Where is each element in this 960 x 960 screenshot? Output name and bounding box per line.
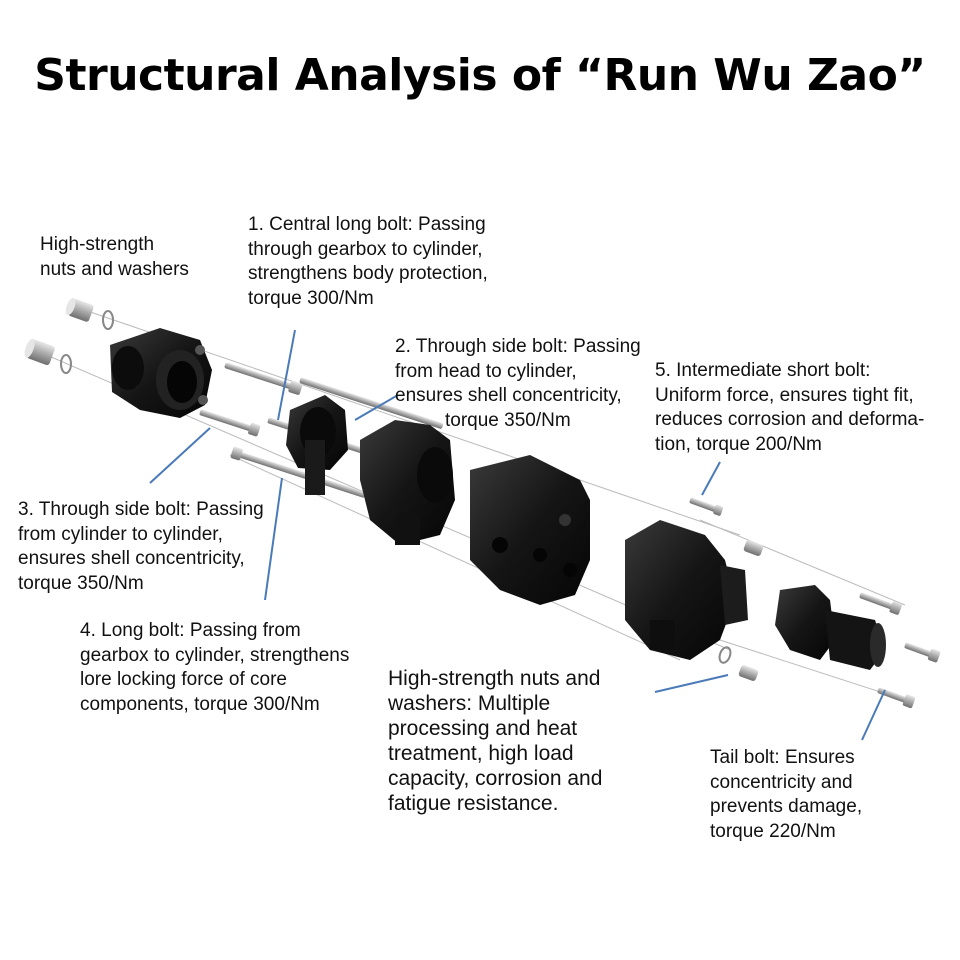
- callout-bolt4: 4. Long bolt: Passing from gearbox to cy…: [80, 619, 349, 717]
- callout-line: prevents damage,: [710, 796, 863, 817]
- callout-line: tion, torque 200/Nm: [655, 433, 822, 455]
- callout-line: 5. Intermediate short bolt:: [655, 360, 871, 381]
- callout-line: High-strength: [40, 234, 155, 255]
- callout-line: 3. Through side bolt: Passing: [18, 499, 264, 520]
- washer-top: [102, 310, 114, 330]
- callout-line: gearbox to cylinder, strengthens: [80, 644, 350, 666]
- callout-line: High-strength nuts and: [388, 667, 601, 690]
- washer-bottom: [60, 354, 72, 374]
- callout-line: reduces corrosion and deforma-: [655, 409, 925, 430]
- leader-bolt4: [264, 477, 283, 601]
- callout-line: strengthens body protection,: [248, 263, 488, 284]
- nuts-and-washers-left: [24, 298, 114, 374]
- callout-bolt3: 3. Through side bolt: Passing from cylin…: [18, 498, 264, 596]
- callout-nuts-top: High-strength nuts and washers: [40, 233, 189, 282]
- callout-line: capacity, corrosion and: [388, 767, 603, 790]
- callout-tail: Tail bolt: Ensures concentricity and pre…: [710, 746, 862, 844]
- flange-plate: [286, 395, 348, 495]
- axis-line-tail-bottom: [719, 639, 906, 701]
- nut-top: [65, 298, 94, 322]
- cylinder-3: [625, 520, 748, 660]
- callout-line: lore locking force of core: [80, 669, 287, 690]
- callout-nuts-bottom: High-strength nuts and washers: Multiple…: [388, 666, 602, 816]
- callout-line: torque 300/Nm: [248, 287, 374, 309]
- callout-bolt1: 1. Central long bolt: Passing through ge…: [248, 213, 488, 311]
- callout-line: torque 220/Nm: [710, 820, 836, 842]
- callout-line: 1. Central long bolt: Passing: [248, 214, 486, 235]
- callout-line: concentricity and: [710, 771, 853, 793]
- leader-bolt2: [354, 394, 399, 421]
- page-title: Structural Analysis of “Run Wu Zao”: [34, 50, 926, 101]
- axis-line-tail-top: [699, 519, 906, 606]
- callout-line: ensures shell concentricity,: [395, 385, 622, 406]
- callout-line: ensures shell concentricity,: [18, 548, 245, 569]
- callout-line: from cylinder to cylinder,: [18, 523, 223, 545]
- callout-bolt5: 5. Intermediate short bolt: Uniform forc…: [655, 359, 924, 457]
- callout-line: washers: Multiple: [388, 692, 551, 715]
- callout-line: torque 350/Nm: [18, 572, 144, 594]
- callout-line: torque 350/Nm: [445, 409, 571, 431]
- tail-piece: [775, 585, 886, 670]
- callout-line: treatment, high load: [388, 742, 574, 765]
- callout-line: 2. Through side bolt: Passing: [395, 336, 641, 357]
- callout-line: through gearbox to cylinder,: [248, 238, 483, 260]
- callout-line: fatigue resistance.: [388, 792, 559, 815]
- leader-bolt5: [701, 461, 721, 496]
- callout-line: Tail bolt: Ensures: [710, 747, 855, 768]
- callout-line: from head to cylinder,: [395, 360, 577, 382]
- leader-nuts-bottom: [654, 674, 729, 693]
- callout-line: components, torque 300/Nm: [80, 693, 320, 715]
- head-housing: [110, 328, 212, 418]
- callout-bolt2: 2. Through side bolt: Passing from head …: [395, 335, 641, 433]
- nut-bottom: [24, 338, 55, 365]
- leader-bolt1: [277, 329, 296, 421]
- callout-line: 4. Long bolt: Passing from: [80, 620, 301, 641]
- leader-tail: [861, 689, 886, 741]
- cylinder-1: [360, 420, 455, 545]
- leader-lines: [149, 329, 886, 741]
- callout-line: nuts and washers: [40, 258, 189, 280]
- leader-bolt3: [149, 427, 211, 484]
- cylinder-2: [470, 455, 590, 605]
- callout-line: Uniform force, ensures tight fit,: [655, 384, 914, 406]
- callout-line: processing and heat: [388, 717, 578, 740]
